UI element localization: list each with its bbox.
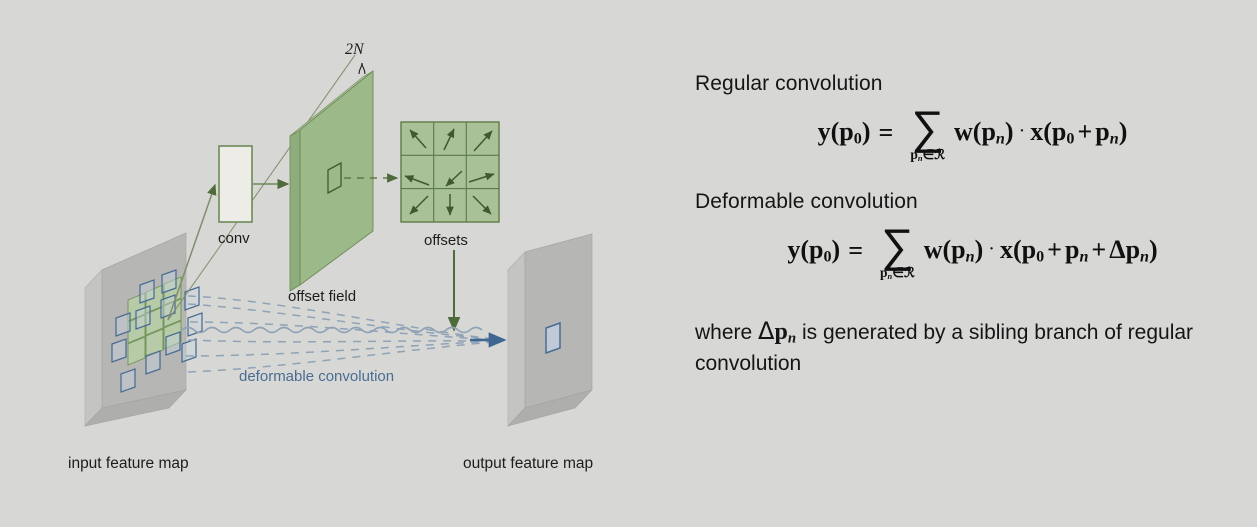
- regular-equals: =: [878, 117, 894, 147]
- input-feature-map-label: input feature map: [68, 455, 189, 472]
- output-feature-map-label: output feature map: [463, 455, 594, 472]
- offset-arrow-r1c3: [473, 130, 493, 152]
- sigma-icon: ∑: [880, 217, 914, 272]
- note-prefix: where: [695, 320, 753, 344]
- offset-arrow-r1c2: [443, 128, 455, 151]
- offset-explanation-note: where Δpn is generated by a sibling bran…: [695, 314, 1240, 379]
- offset-field-label: offset field: [288, 288, 357, 305]
- input-to-offsetfield-guide: [167, 54, 356, 321]
- offset-field-plane: [289, 70, 374, 292]
- deformable-sample-term: x(p0+pn+Δpn): [999, 234, 1158, 266]
- offset-arrow-r3c1: [409, 195, 429, 215]
- offset-arrow-r2c1: [404, 175, 430, 186]
- diagram-graphics: [84, 54, 594, 427]
- regular-weight-term: w(pn): [954, 116, 1014, 148]
- note-suffix-line2: regular convolution: [695, 320, 1194, 376]
- offset-arrow-r1c1: [409, 129, 427, 149]
- deformable-sampling-beams: [185, 295, 495, 373]
- regular-lhs: y(p0): [817, 116, 871, 148]
- delta-p-symbol: Δpn: [758, 316, 797, 347]
- deformable-conv-diagram: input feature map output feature map con…: [68, 41, 594, 472]
- offset-arrow-r3c3: [472, 195, 492, 215]
- deformable-convolution-label: deformable convolution: [239, 368, 395, 385]
- deformable-weight-term: w(pn): [923, 234, 984, 266]
- channel-count-label: 2N: [345, 41, 364, 58]
- conv-box: [218, 145, 253, 223]
- deformable-dot: ·: [988, 237, 995, 260]
- regular-convolution-block: Regular convolution y(p0) = ∑ pn∈ℛ w(pn)…: [695, 72, 1250, 163]
- deformable-centre-beam: [181, 326, 483, 334]
- regular-sum-subscript: pn∈ℛ: [910, 146, 946, 163]
- conv-label: conv: [218, 230, 250, 247]
- regular-dot: ·: [1018, 119, 1026, 142]
- deformable-sum-subscript: pn∈ℛ: [880, 264, 915, 281]
- offsets-label: offsets: [424, 232, 468, 249]
- equations-column: Regular convolution y(p0) = ∑ pn∈ℛ w(pn)…: [695, 72, 1250, 379]
- regular-convolution-equation: y(p0) = ∑ pn∈ℛ w(pn) · x(p0+pn): [695, 100, 1250, 163]
- sigma-icon: ∑: [911, 100, 945, 154]
- offset-field-sample-marker: [327, 161, 342, 195]
- note-suffix-line1: is generated by a sibling branch of: [801, 320, 1122, 344]
- input-to-conv-arrow: [167, 183, 217, 321]
- output-feature-map: [506, 233, 594, 427]
- deformable-convolution-heading: Deformable convolution: [695, 189, 918, 213]
- deformable-convolution-block: Deformable convolution y(p0) = ∑ pn∈ℛ w(…: [695, 189, 1250, 281]
- output-highlight-cell: [545, 321, 561, 355]
- deformable-convolution-equation: y(p0) = ∑ pn∈ℛ w(pn) · x(p0+pn+Δpn): [695, 217, 1250, 281]
- deformable-summation: ∑ pn∈ℛ: [880, 217, 915, 281]
- offset-arrow-r2c3: [468, 172, 495, 183]
- regular-summation: ∑ pn∈ℛ: [910, 100, 946, 163]
- offset-arrow-r2c2: [445, 170, 463, 187]
- channel-dimension-brace: [358, 62, 366, 75]
- offsets-arrows: [404, 128, 495, 216]
- regular-sample-term: x(p0+pn): [1030, 116, 1128, 148]
- regular-convolution-heading: Regular convolution: [695, 72, 883, 95]
- deformable-lhs: y(p0): [787, 234, 841, 266]
- deformable-equals: =: [848, 235, 864, 265]
